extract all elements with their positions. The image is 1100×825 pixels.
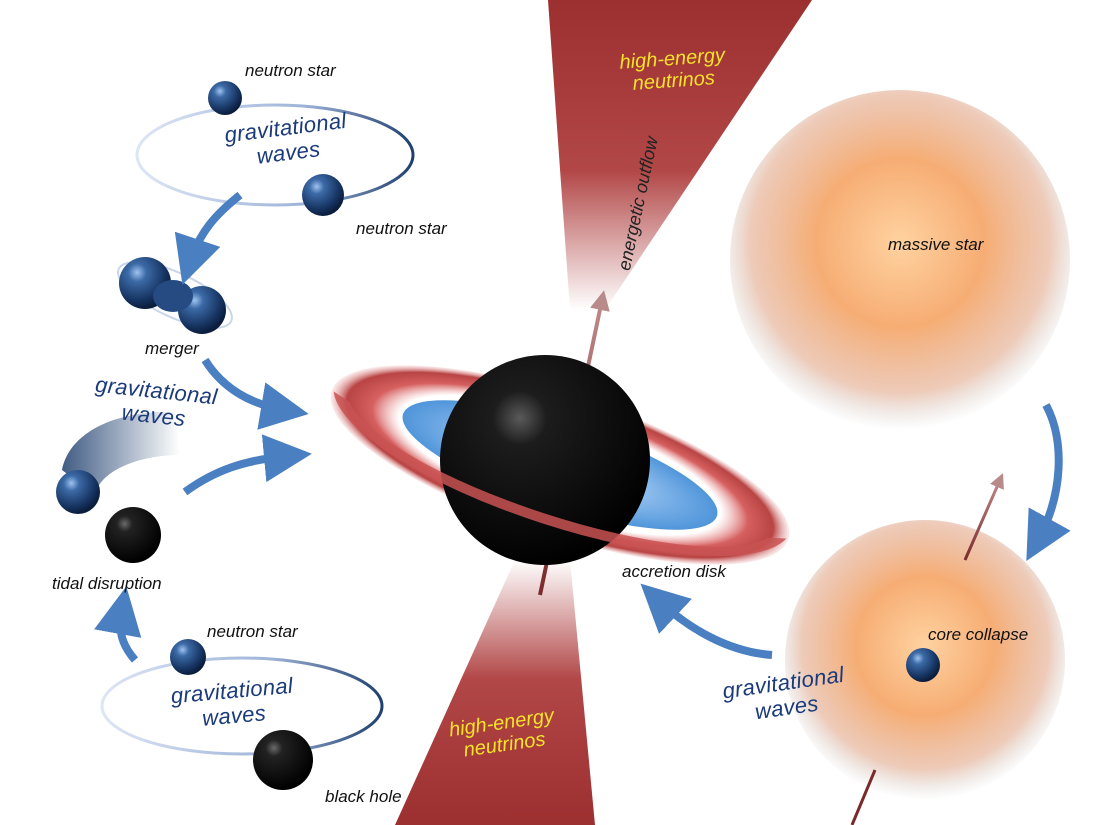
jet-bottom bbox=[395, 560, 595, 825]
jet-top bbox=[548, 0, 812, 310]
core-neutron-star bbox=[906, 648, 940, 682]
arrow-collapse-to-disk bbox=[640, 583, 773, 659]
label-tidal-disruption: tidal disruption bbox=[52, 574, 162, 593]
disrupted-neutron-star bbox=[56, 470, 100, 514]
label-neutron-star-2: neutron star bbox=[356, 219, 447, 238]
label-accretion-disk: accretion disk bbox=[622, 562, 726, 581]
accretion-disk-front bbox=[333, 391, 787, 557]
orbit-ns-bh bbox=[100, 656, 384, 756]
tidal-stream bbox=[62, 411, 180, 495]
label-merger: merger bbox=[145, 339, 199, 358]
collapse-outflow-arrow-bottom bbox=[850, 769, 877, 825]
label-massive-star: massive star bbox=[888, 235, 984, 254]
merger-blob bbox=[117, 257, 233, 334]
neutron-star-1 bbox=[208, 81, 242, 115]
collapse-outflow-arrow-top bbox=[963, 473, 1004, 561]
neutron-star-2 bbox=[302, 174, 344, 216]
massive-star bbox=[730, 90, 1070, 430]
neutron-star-3 bbox=[170, 639, 206, 675]
label-black-hole: black hole bbox=[325, 787, 402, 806]
arrow-to-merger bbox=[174, 191, 243, 285]
label-core-collapse: core collapse bbox=[928, 625, 1029, 644]
central-black-hole bbox=[440, 355, 650, 565]
arrow-merger-to-disk bbox=[201, 357, 309, 430]
orbit-ns-ns bbox=[135, 103, 415, 207]
black-hole-small bbox=[253, 730, 313, 790]
label-neutron-star-1: neutron star bbox=[245, 61, 336, 80]
label-neutron-star-3: neutron star bbox=[207, 622, 298, 641]
arrow-to-tidal bbox=[94, 586, 142, 663]
tidal-black-hole bbox=[105, 507, 161, 563]
arrow-star-collapse bbox=[1026, 403, 1071, 561]
arrow-tidal-to-disk bbox=[182, 434, 312, 496]
